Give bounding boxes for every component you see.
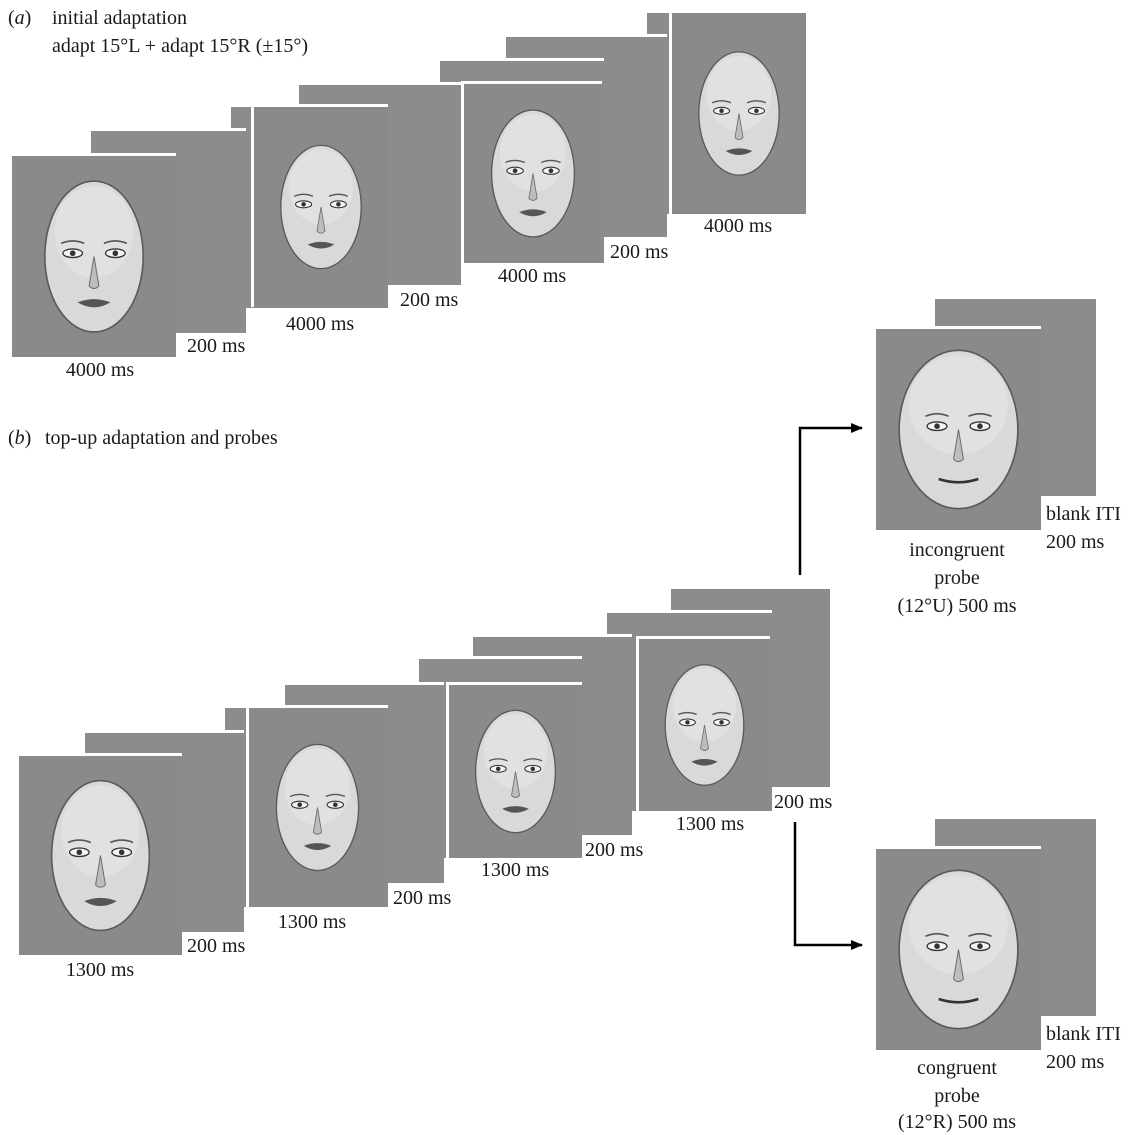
arrow-to-incongruent — [798, 423, 863, 575]
probe-label-line: incongruent — [909, 539, 1005, 561]
arrow-to-congruent — [793, 822, 863, 950]
iti-label: 200 ms — [1046, 531, 1105, 553]
paren-open: ( — [8, 7, 15, 29]
duration-label: 1300 ms — [675, 813, 745, 835]
female-face-image — [50, 779, 151, 932]
iti-label: 200 ms — [1046, 1051, 1105, 1073]
duration-label: 4000 ms — [285, 313, 355, 335]
panel-letter: b — [14, 427, 25, 449]
blank-frame — [182, 730, 244, 932]
duration-label: 200 ms — [585, 839, 644, 861]
duration-label: 200 ms — [610, 241, 669, 263]
female-face-image — [280, 144, 362, 270]
female-face-image — [664, 664, 745, 786]
probe-face-frame — [873, 846, 1041, 1050]
panel-letter: a — [14, 7, 25, 29]
probe-label-line: congruent — [917, 1057, 997, 1079]
duration-label: 200 ms — [774, 791, 833, 813]
probe-label-line: probe — [934, 567, 980, 589]
face-frame — [9, 153, 176, 357]
probe-label-line: (12°R) 500 ms — [898, 1111, 1016, 1133]
probe-face-frame — [873, 326, 1041, 530]
duration-label: 1300 ms — [480, 859, 550, 881]
duration-label: 200 ms — [393, 887, 452, 909]
duration-label: 4000 ms — [497, 265, 567, 287]
male-face-image — [898, 349, 1019, 510]
female-face-image — [698, 51, 780, 176]
iti-label: blank ITI — [1046, 503, 1121, 525]
duration-label: 4000 ms — [65, 359, 135, 381]
duration-label: 200 ms — [187, 935, 246, 957]
iti-label: blank ITI — [1046, 1023, 1121, 1045]
paren-open: ( — [8, 427, 15, 449]
face-frame — [461, 81, 602, 263]
panel-a-title: initial adaptation — [52, 7, 187, 29]
male-face-image — [898, 869, 1019, 1030]
duration-label: 4000 ms — [703, 215, 773, 237]
duration-label: 200 ms — [400, 289, 459, 311]
face-frame — [251, 104, 388, 307]
female-face-image — [490, 109, 576, 238]
panel-b-title: top-up adaptation and probes — [45, 427, 278, 449]
face-frame — [636, 636, 770, 811]
duration-label: 1300 ms — [65, 959, 135, 981]
paren-close: ) — [24, 7, 32, 29]
face-frame — [16, 753, 182, 955]
duration-label: 1300 ms — [277, 911, 347, 933]
panel-a-subtitle: adapt 15°L + adapt 15°R (±15°) — [52, 35, 309, 57]
female-face-image — [275, 743, 360, 872]
probe-label-line: probe — [934, 1085, 980, 1107]
probe-label-line: (12°U) 500 ms — [897, 595, 1017, 617]
face-frame — [669, 10, 806, 214]
panel-b-label: (b) — [8, 426, 31, 450]
female-face-image — [43, 180, 145, 333]
blank-frame — [176, 128, 246, 333]
female-face-image — [474, 709, 557, 834]
paren-close: ) — [24, 427, 32, 449]
duration-label: 200 ms — [187, 335, 246, 357]
panel-a-label: (a) — [8, 6, 31, 30]
face-frame — [246, 705, 386, 907]
face-frame — [446, 682, 582, 858]
